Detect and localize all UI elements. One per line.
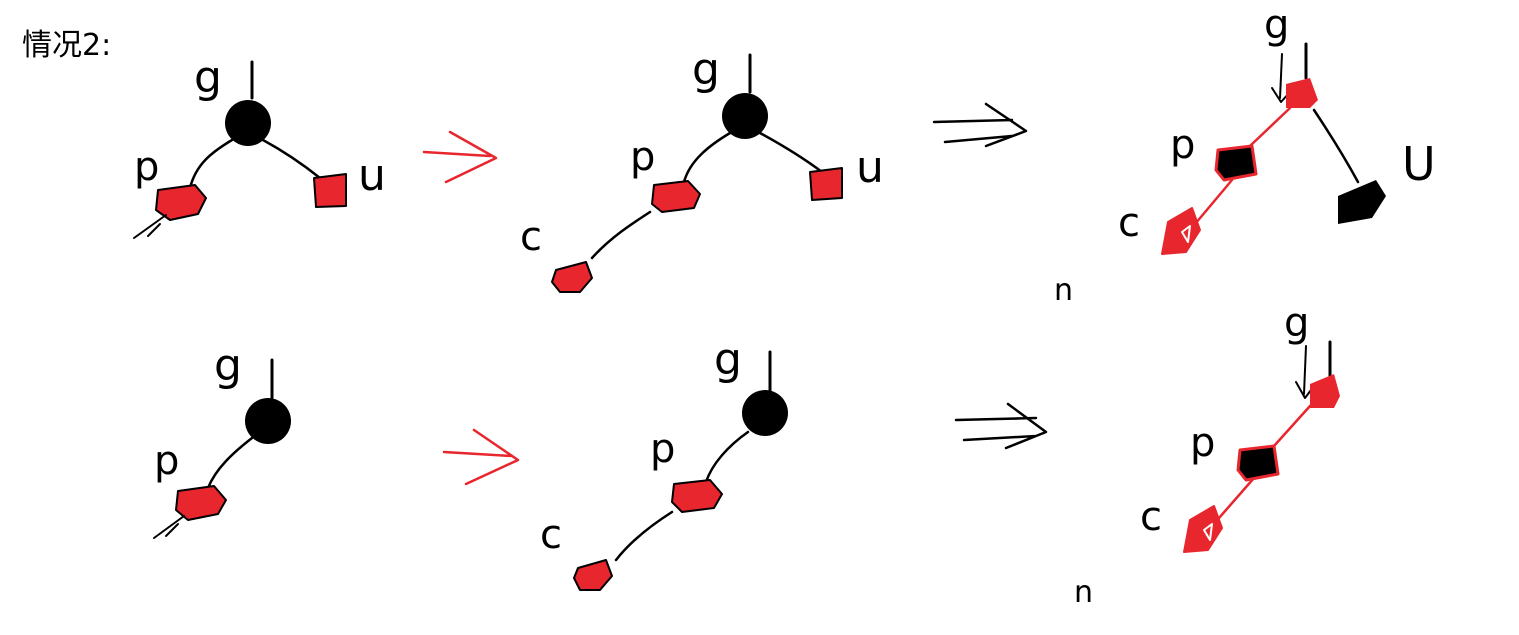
node-c-red: [1161, 207, 1201, 255]
section-title: 情况2:: [22, 28, 112, 63]
label-p: p: [1190, 420, 1215, 466]
node-p-black: [1236, 444, 1280, 482]
label-g: g: [1284, 300, 1309, 346]
label-c: c: [1118, 200, 1140, 246]
label-c: c: [1140, 494, 1162, 540]
edge-g-p: [682, 131, 732, 184]
label-g: g: [714, 334, 742, 385]
node-u-red: [313, 173, 347, 208]
node-g-black: [742, 390, 788, 436]
label-u: u: [856, 142, 884, 193]
row2-panel6: [1183, 340, 1340, 553]
node-p-red: [651, 180, 701, 213]
label-p: p: [154, 438, 179, 484]
node-p-red: [671, 479, 723, 513]
node-g-red: [1310, 374, 1340, 408]
label-g: g: [1264, 2, 1289, 48]
node-u-black: [1338, 180, 1386, 224]
label-u: u: [358, 150, 386, 201]
row1-panel2: [551, 53, 843, 293]
edge-g-u: [261, 138, 322, 180]
node-g-black: [225, 100, 271, 146]
row2-panel4: [153, 358, 291, 539]
label-p: p: [630, 134, 655, 180]
label-n: n: [1054, 273, 1073, 308]
node-g-black: [722, 93, 768, 139]
label-c: c: [540, 512, 562, 558]
node-g-black: [245, 398, 291, 444]
node-u-red: [809, 167, 843, 201]
node-c-red: [1183, 505, 1223, 553]
node-p-red: [155, 184, 207, 221]
node-p-black: [1214, 144, 1258, 182]
arrow-black-2: [954, 402, 1048, 450]
node-p-tail: [153, 515, 185, 539]
node-c-highlight: [1203, 523, 1213, 541]
label-g: g: [692, 44, 720, 95]
label-g: g: [214, 340, 242, 391]
edge-p-c: [614, 510, 674, 562]
row2-panel5: [573, 350, 788, 591]
arrow-red-2: [442, 428, 520, 486]
node-p-tail: [133, 214, 167, 239]
label-g: g: [194, 52, 222, 103]
node-g-red: [1286, 78, 1318, 108]
label-p: p: [1170, 122, 1195, 168]
edge-p-c: [590, 210, 652, 260]
edge-g-p: [704, 430, 750, 484]
arrow-black-1: [932, 102, 1028, 148]
edge-g-p: [188, 138, 234, 190]
edge-g-u: [758, 131, 824, 174]
arrow-red-1: [422, 130, 498, 184]
edge-g-u: [1312, 108, 1360, 184]
label-n: n: [1074, 575, 1093, 610]
node-c-red: [551, 261, 593, 293]
row1-panel1: [133, 60, 347, 239]
label-u: U: [1402, 137, 1436, 191]
edge-g-p-red: [1272, 404, 1312, 448]
label-p: p: [134, 144, 159, 190]
node-p-red: [175, 485, 227, 521]
node-c-red: [573, 559, 613, 591]
edge-g-p: [206, 436, 254, 490]
edge-g-p-red: [1248, 106, 1292, 148]
node-c-highlight: [1181, 225, 1191, 243]
label-c: c: [520, 214, 542, 260]
row1-panel3: [1161, 42, 1386, 255]
label-p: p: [650, 426, 675, 472]
